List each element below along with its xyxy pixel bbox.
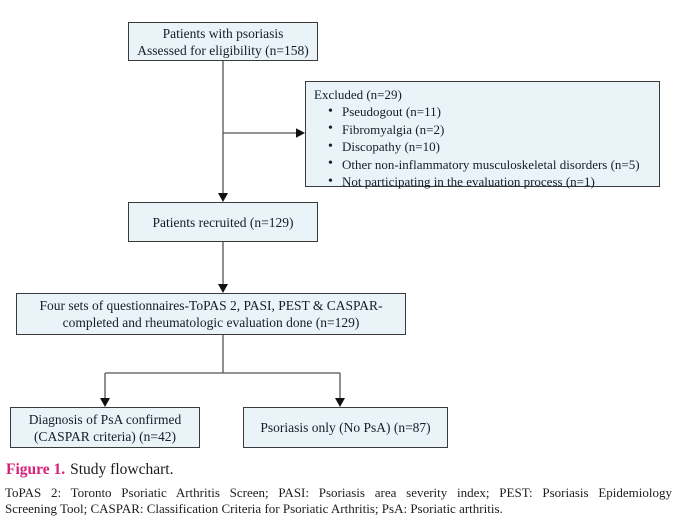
arrowhead-down-psa — [100, 398, 110, 407]
excluded-item-other-disorders: Other non-inflammatory musculoskeletal d… — [328, 155, 640, 173]
arrowhead-down-questionnaires — [218, 284, 228, 293]
box-eligibility-line1: Patients with psoriasis — [162, 25, 284, 41]
arrowhead-down-recruited — [218, 193, 228, 202]
figure-caption-label: Figure 1. — [6, 461, 66, 478]
arrowhead-down-psoriasis-only — [335, 398, 345, 407]
excluded-item-not-participating: Not participating in the evaluation proc… — [328, 173, 640, 191]
box-psa-confirmed-line2: (CASPAR criteria) (n=42) — [33, 428, 177, 444]
box-questionnaires-line1: Four sets of questionnaires-ToPAS 2, PAS… — [39, 298, 383, 313]
footnote-line2: Screening Tool; CASPAR: Classification C… — [5, 500, 503, 516]
flow-connectors — [100, 61, 345, 407]
box-excluded-title: Excluded (n=29) — [314, 87, 402, 102]
box-questionnaires: Four sets of questionnaires-ToPAS 2, PAS… — [16, 293, 406, 335]
footnote-line1: ToPAS 2: Toronto Psoriatic Arthritis Scr… — [5, 485, 672, 500]
box-eligibility: Patients with psoriasis Assessed for eli… — [128, 22, 318, 61]
excluded-item-pseudogout: Pseudogout (n=11) — [328, 103, 640, 121]
figure-caption: Figure 1.Study flowchart. — [6, 460, 173, 480]
box-excluded: Excluded (n=29) Pseudogout (n=11) Fibrom… — [305, 81, 660, 190]
figure-footnote: ToPAS 2: Toronto Psoriatic Arthritis Scr… — [5, 485, 672, 516]
excluded-item-fibromyalgia: Fibromyalgia (n=2) — [328, 120, 640, 138]
arrowhead-right-excluded — [296, 128, 305, 138]
box-recruited-text: Patients recruited (n=129) — [152, 214, 294, 230]
box-psa-confirmed-line1: Diagnosis of PsA confirmed — [28, 411, 182, 427]
box-recruited: Patients recruited (n=129) — [128, 202, 318, 242]
connector-split-rail — [105, 335, 340, 374]
box-questionnaires-line2: completed and rheumatologic evaluation d… — [62, 315, 360, 330]
box-psa-confirmed: Diagnosis of PsA confirmed (CASPAR crite… — [10, 407, 200, 448]
box-psoriasis-only: Psoriasis only (No PsA) (n=87) — [243, 407, 448, 448]
study-flowchart: Patients with psoriasis Assessed for eli… — [0, 0, 676, 460]
box-excluded-list: Pseudogout (n=11) Fibromyalgia (n=2) Dis… — [314, 103, 640, 190]
box-eligibility-line2: Assessed for eligibility (n=158) — [137, 42, 309, 58]
excluded-item-discopathy: Discopathy (n=10) — [328, 138, 640, 156]
box-psoriasis-only-text: Psoriasis only (No PsA) (n=87) — [260, 420, 431, 435]
figure-caption-text: Study flowchart. — [70, 461, 174, 478]
